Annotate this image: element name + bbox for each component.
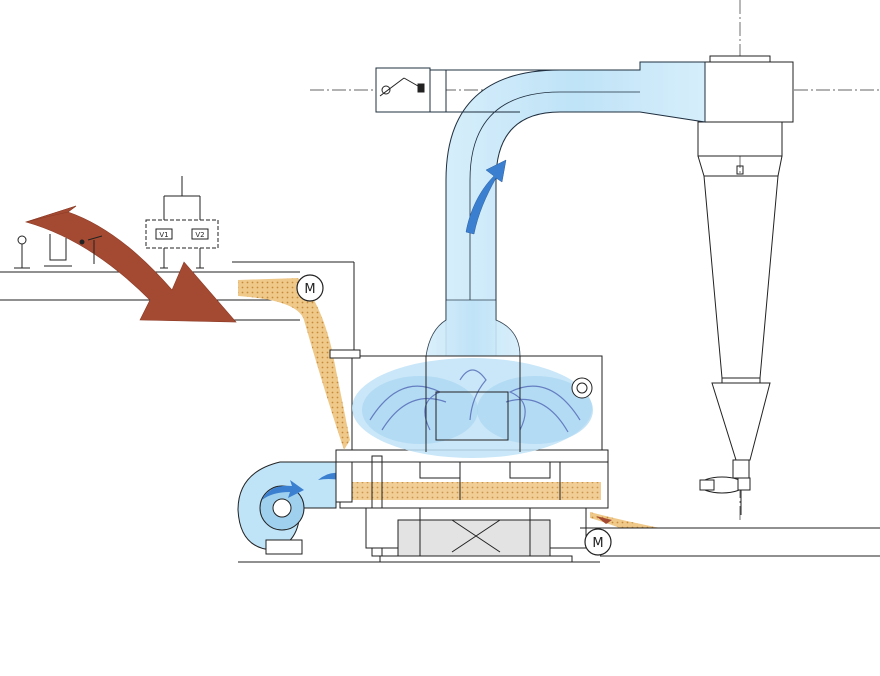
feed-motor: M (296, 274, 324, 302)
feed-arrows (24, 205, 237, 323)
valve-group (145, 176, 219, 269)
discharge-motor: M (584, 528, 612, 556)
valve-label-v1: V1 (159, 231, 168, 239)
blower-fan (237, 461, 353, 555)
sensor-instruments (14, 234, 103, 269)
discharge-conveyor (580, 512, 880, 557)
motor-label: M (592, 536, 603, 551)
motor-label: M (304, 282, 315, 297)
air-duct (375, 61, 706, 361)
air-flow-arrow (465, 159, 507, 235)
valve-label-v2: V2 (195, 231, 204, 239)
damper-icon (379, 77, 425, 97)
main-chamber (335, 355, 609, 563)
cyclone-separator (697, 55, 794, 515)
